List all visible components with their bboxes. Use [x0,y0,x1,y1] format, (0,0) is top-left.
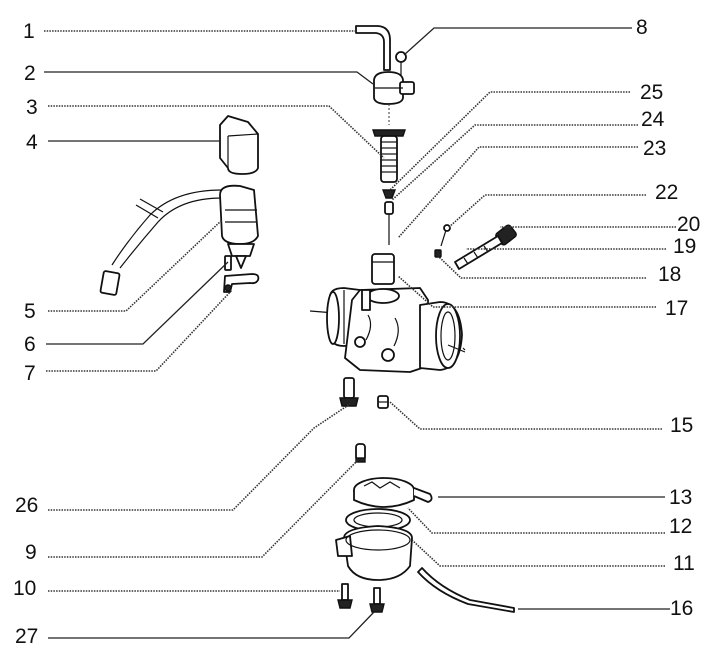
callout-17: 17 [665,297,688,320]
part-19-adjuster-screw [454,235,503,270]
callout-23: 23 [643,137,666,160]
part-13-float [353,477,433,508]
callout-13: 13 [669,486,692,509]
part-15-nut [377,395,389,409]
callout-18: 18 [658,263,681,286]
callout-12: 12 [669,515,692,538]
callout-27: 27 [15,625,38,648]
part-1-fuel-pipe [355,25,391,71]
callout-2: 2 [24,62,36,85]
callout-4: 4 [26,131,38,154]
part-8-screw [395,51,407,75]
part-5-electric-choke [99,184,259,296]
part-26-drain-screw [339,377,359,407]
part-27-screw [369,587,385,613]
callout-9: 9 [25,541,37,564]
part-9-jet [355,443,366,463]
part-12-gasket [345,508,411,532]
carburettor-body [309,287,466,373]
callout-labels: 1 2 3 4 5 6 7 8 25 24 23 22 20 19 18 17 … [13,16,700,648]
callout-24: 24 [641,108,665,131]
callout-6: 6 [24,333,36,356]
part-3-spring [372,129,406,183]
part-6-screw [224,255,232,271]
callout-8: 8 [636,16,648,39]
part-7-bracket [223,273,260,293]
callout-15: 15 [670,414,693,437]
part-4-choke-cap [219,115,259,175]
callout-16: 16 [670,597,693,620]
callout-19: 19 [673,235,696,258]
part-17-throttle-slide [371,253,395,285]
callout-7: 7 [24,362,36,385]
callout-20: 20 [677,213,700,236]
part-18-spring [434,249,442,258]
callout-22: 22 [655,181,678,204]
callout-5: 5 [24,300,36,323]
callout-1: 1 [23,20,35,43]
callout-10: 10 [13,577,36,600]
part-2-top-cover [373,71,415,105]
part-24-needle [384,201,394,245]
part-10-screw [337,583,353,609]
part-11-float-bowl [335,525,413,581]
part-16-hose [417,567,515,613]
callout-3: 3 [26,96,38,119]
callout-11: 11 [673,552,695,575]
callout-26: 26 [15,494,38,517]
part-22-screw [440,224,451,247]
part-25-clip [381,189,397,199]
leader-lines [44,27,676,639]
callout-25: 25 [640,81,663,104]
